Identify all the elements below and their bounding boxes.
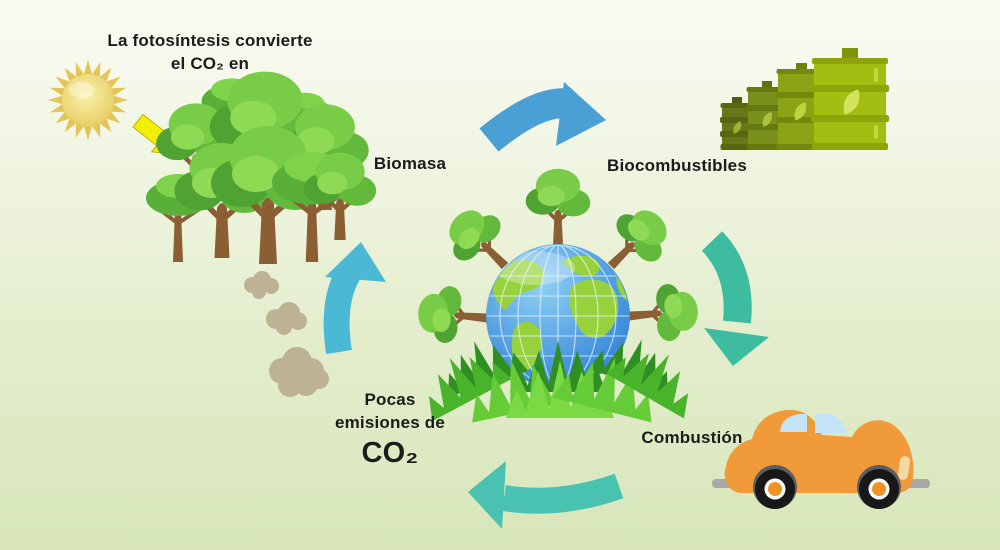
smoke-clouds-icon	[244, 271, 329, 397]
photosynthesis-caption-line1: La fotosíntesis convierte	[107, 31, 313, 50]
low-emissions-co2: CO₂	[361, 437, 419, 469]
arrow-biomass-to-biofuels-icon	[479, 82, 606, 152]
biofuel-barrels-icon	[720, 48, 889, 150]
low-emissions-line1: Pocas	[364, 390, 416, 409]
arrow-biofuels-to-combustion-icon	[701, 231, 769, 366]
photosynthesis-caption-line2: el CO₂ en	[170, 54, 250, 73]
sun-icon	[48, 60, 128, 140]
photosynthesis-caption: La fotosíntesis convierte el CO₂ en	[55, 29, 365, 75]
combustion-label: Combustión	[641, 428, 743, 447]
earth-globe-icon	[409, 166, 708, 423]
biofuels-label: Biocombustibles	[607, 156, 747, 175]
low-emissions-label: Pocas emisiones de CO₂	[290, 388, 490, 469]
low-emissions-line2: emisiones de	[334, 413, 446, 432]
biomass-label: Biomasa	[373, 154, 447, 173]
arrow-emissions-to-forest-icon	[323, 242, 386, 354]
car-icon	[712, 409, 930, 509]
arrow-combustion-to-emissions-icon	[468, 461, 624, 529]
